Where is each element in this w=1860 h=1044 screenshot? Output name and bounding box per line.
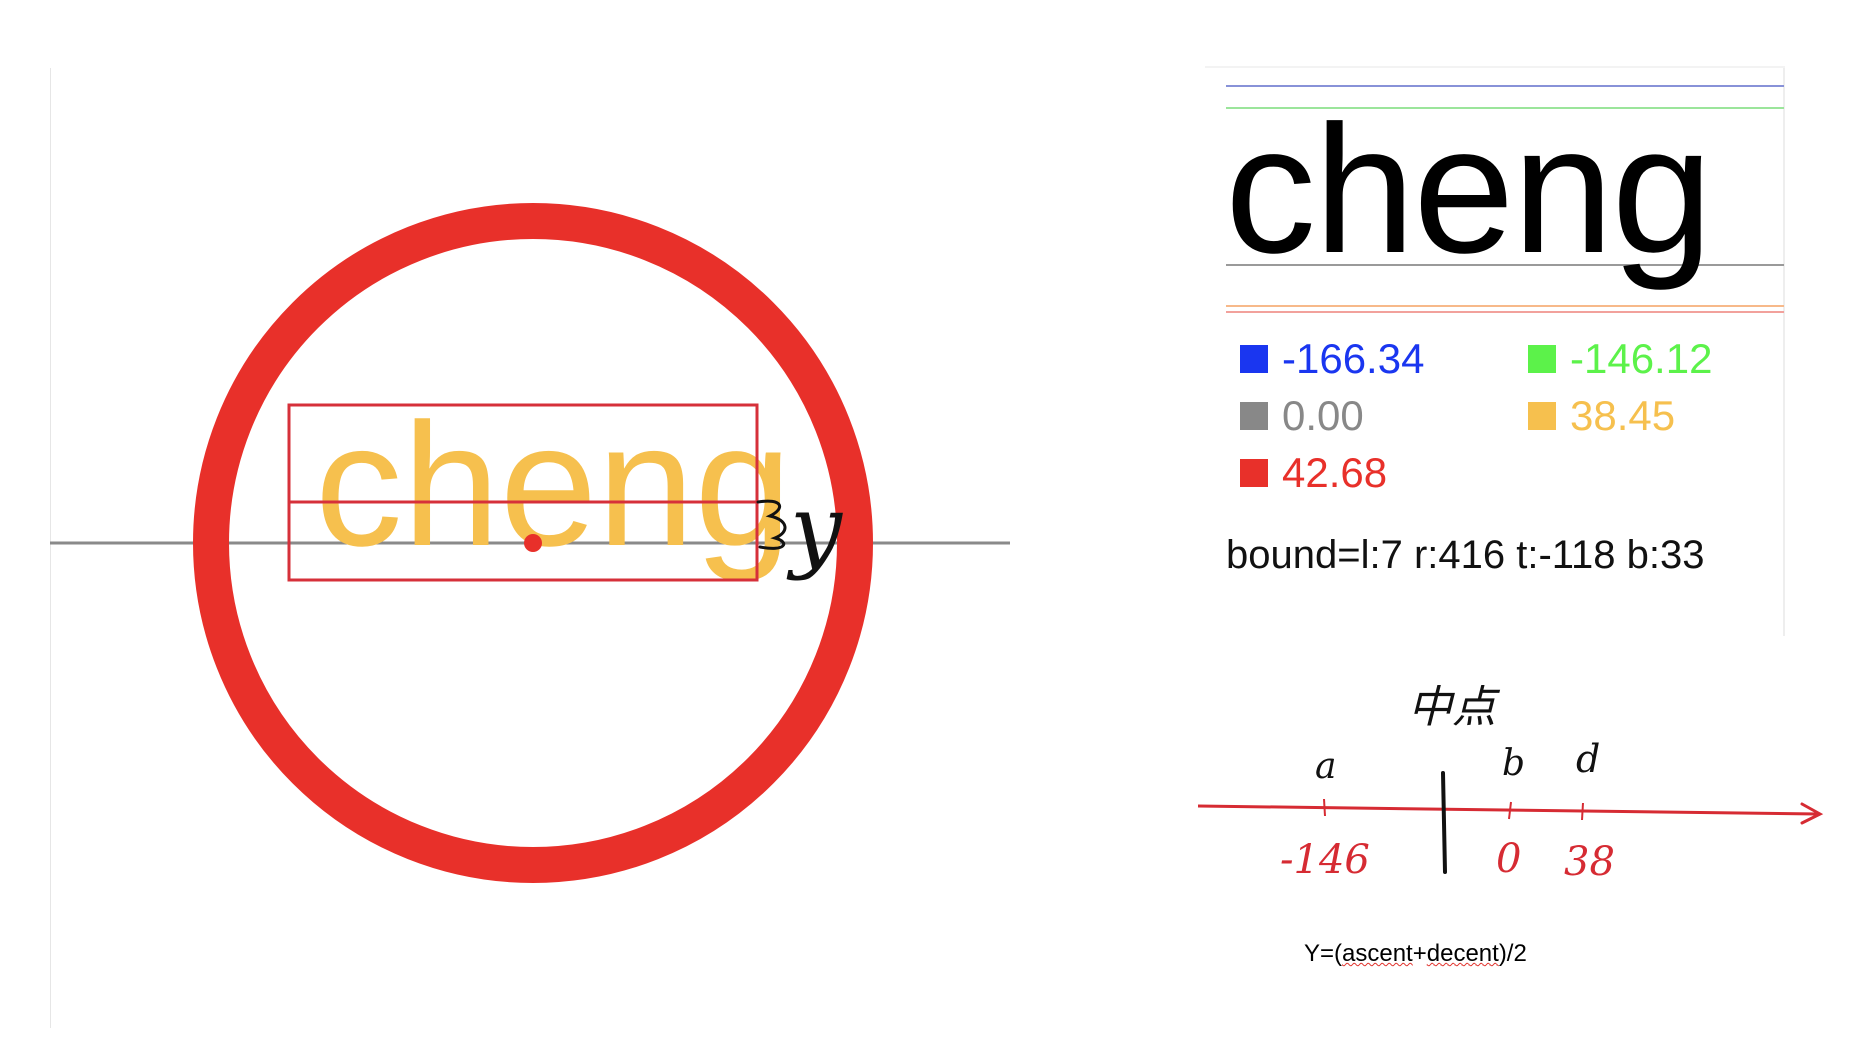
tick-a — [1323, 798, 1326, 817]
legend-value: -146.12 — [1570, 335, 1713, 382]
midpoint-marker — [1441, 771, 1447, 874]
number-line-sketch: 中点 a b d -146 0 38 — [1197, 682, 1824, 885]
descent-metric-line — [1226, 305, 1784, 307]
tick-b — [1508, 801, 1512, 820]
top-metric-line — [1226, 85, 1784, 87]
tick-label-a: -146 — [1280, 837, 1370, 883]
letter-a: a — [1315, 746, 1336, 787]
text-bounds-box — [287, 403, 759, 582]
legend-item-baseline: 0.00 — [1240, 395, 1364, 437]
ascent-metric-line — [1226, 107, 1784, 109]
legend-item-ascent: -146.12 — [1528, 338, 1712, 380]
brace-mark — [756, 499, 787, 550]
formula-plus: + — [1412, 940, 1427, 967]
number-line-axis — [1197, 804, 1819, 816]
metrics-panel — [1205, 68, 1785, 636]
tick-label-b: 0 — [1496, 836, 1521, 882]
tick-d — [1581, 802, 1584, 821]
formula-suffix: )/2 — [1498, 940, 1527, 967]
baseline-metric-line — [1226, 264, 1784, 266]
metrics-sample-word: cheng — [1225, 87, 1713, 291]
y-label: y — [786, 475, 843, 582]
bottom-metric-line — [1226, 311, 1784, 313]
axis-arrow-icon — [1800, 802, 1824, 825]
legend-swatch — [1240, 459, 1268, 487]
legend-value: 0.00 — [1282, 392, 1364, 439]
formula-text: Y=(ascent+decent)/2 — [1304, 942, 1527, 966]
panel-top-edge — [1205, 66, 1785, 68]
legend-swatch — [1240, 345, 1268, 373]
midpoint-label: 中点 — [1408, 682, 1501, 733]
left-page-edge — [50, 68, 51, 1028]
panel-right-edge — [1783, 68, 1785, 636]
text-centering-diagram: cheng y — [50, 203, 1010, 883]
formula-decent: decent — [1426, 940, 1499, 967]
formula-ascent: ascent — [1342, 940, 1413, 967]
bound-readout: bound=l:7 r:416 t:-118 b:33 — [1226, 533, 1705, 577]
legend-item-top: -166.34 — [1240, 338, 1424, 380]
center-dot — [524, 534, 542, 552]
legend-value: 42.68 — [1282, 449, 1388, 496]
legend-item-descent: 38.45 — [1528, 395, 1675, 437]
yellow-word-text: cheng — [315, 388, 792, 583]
formula-prefix: Y=( — [1304, 940, 1343, 967]
letter-b: b — [1502, 743, 1525, 784]
letter-d: d — [1576, 737, 1600, 781]
legend-swatch — [1528, 345, 1556, 373]
tick-label-d: 38 — [1564, 839, 1615, 885]
legend-value: 38.45 — [1570, 392, 1676, 439]
legend-value: -166.34 — [1282, 335, 1425, 382]
legend-swatch — [1528, 402, 1556, 430]
red-ring — [193, 203, 873, 883]
legend-item-bottom: 42.68 — [1240, 452, 1387, 494]
legend-swatch — [1240, 402, 1268, 430]
